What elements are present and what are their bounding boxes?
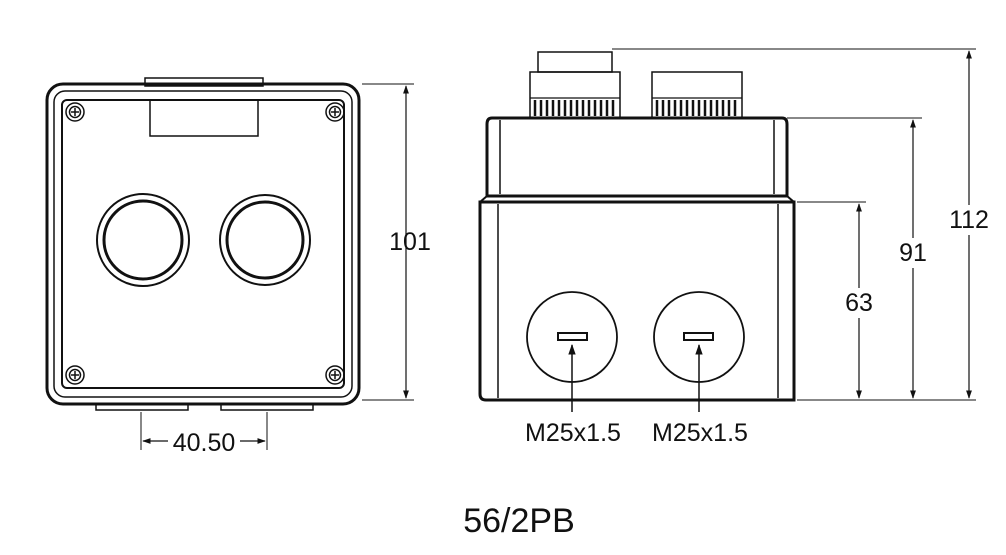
gland-label-right: M25x1.5 <box>652 419 748 447</box>
label-window <box>149 99 259 137</box>
button-cap-left <box>537 51 613 73</box>
side-body <box>478 200 796 402</box>
gland-label-left: M25x1.5 <box>525 419 621 447</box>
total-height-dimension: 112 <box>949 206 989 234</box>
front-gland-stub-left <box>95 403 189 411</box>
screw-icon <box>65 102 85 122</box>
screw-icon <box>65 365 85 385</box>
side-view <box>478 48 976 412</box>
front-enclosure-outer <box>45 82 361 406</box>
button-hole-right <box>219 194 311 286</box>
screw-icon <box>325 102 345 122</box>
front-view <box>45 77 414 450</box>
knurling-left <box>533 100 615 116</box>
front-gland-stub-right <box>220 403 314 411</box>
knurling-right <box>655 100 737 116</box>
side-lid <box>485 116 789 198</box>
screw-icon <box>325 365 345 385</box>
front-enclosure-frame <box>53 90 353 398</box>
front-height-dimension: 101 <box>389 228 431 256</box>
housing-height-dimension: 91 <box>899 239 927 267</box>
model-label: 56/2PB <box>463 502 575 540</box>
button-hole-left <box>96 193 190 287</box>
front-top-tab <box>144 77 264 87</box>
body-height-dimension: 63 <box>845 289 873 317</box>
pitch-dimension: 40.50 <box>173 429 236 457</box>
